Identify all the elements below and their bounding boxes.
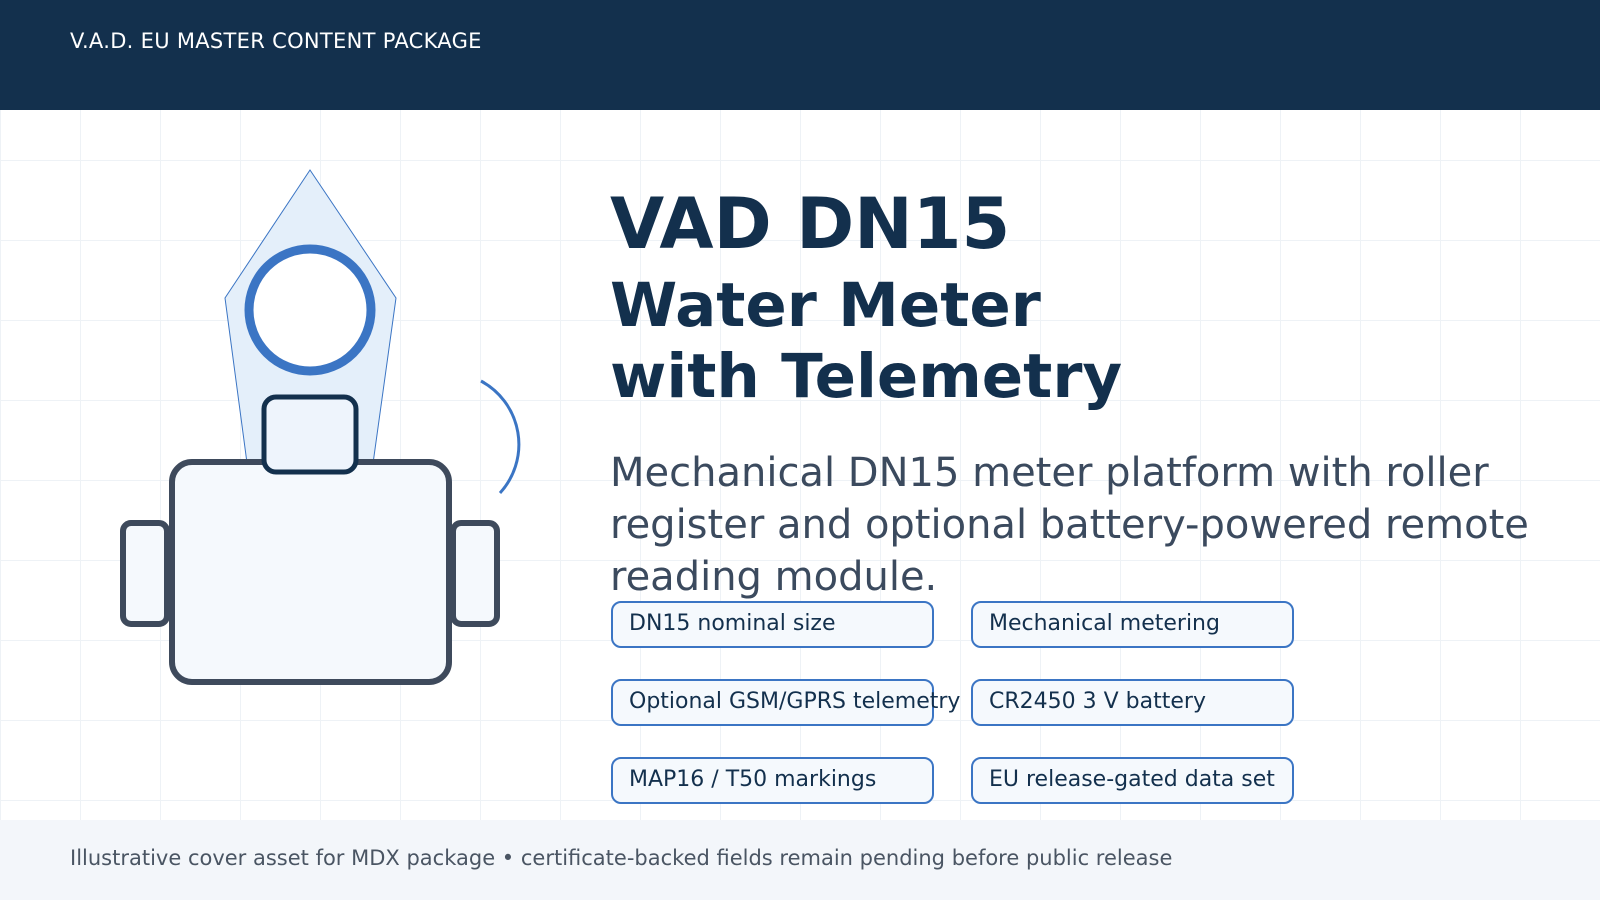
feature-chip-markings: MAP16 / T50 markings [611, 757, 934, 804]
meter-left-connector [120, 520, 170, 627]
product-subtitle-line-1: Water Meter [610, 270, 1041, 341]
feature-chip-metering: Mechanical metering [971, 601, 1294, 648]
meter-dial-ring [244, 244, 376, 376]
water-meter-illustration-icon [0, 110, 600, 820]
feature-chip-data-set: EU release-gated data set [971, 757, 1294, 804]
telemetry-signal-arc [480, 379, 521, 495]
meter-body [169, 459, 452, 685]
header-bar: V.A.D. EU MASTER CONTENT PACKAGE [0, 0, 1600, 110]
product-description: Mechanical DN15 meter platform with roll… [610, 450, 1529, 600]
footer-bar: Illustrative cover asset for MDX package… [0, 820, 1600, 900]
product-subtitle-line-2: with Telemetry [610, 341, 1123, 412]
meter-right-connector [450, 520, 500, 627]
feature-chip-battery: CR2450 3 V battery [971, 679, 1294, 726]
product-title-block: VAD DN15 Water Meter with Telemetry [610, 178, 1122, 412]
feature-chip-telemetry: Optional GSM/GPRS telemetry [611, 679, 960, 726]
footer-note: Illustrative cover asset for MDX package… [70, 846, 1173, 870]
meter-register-module [261, 394, 359, 475]
product-model-title: VAD DN15 [610, 183, 1011, 265]
package-title: V.A.D. EU MASTER CONTENT PACKAGE [70, 29, 482, 53]
feature-chip-size: DN15 nominal size [611, 601, 934, 648]
